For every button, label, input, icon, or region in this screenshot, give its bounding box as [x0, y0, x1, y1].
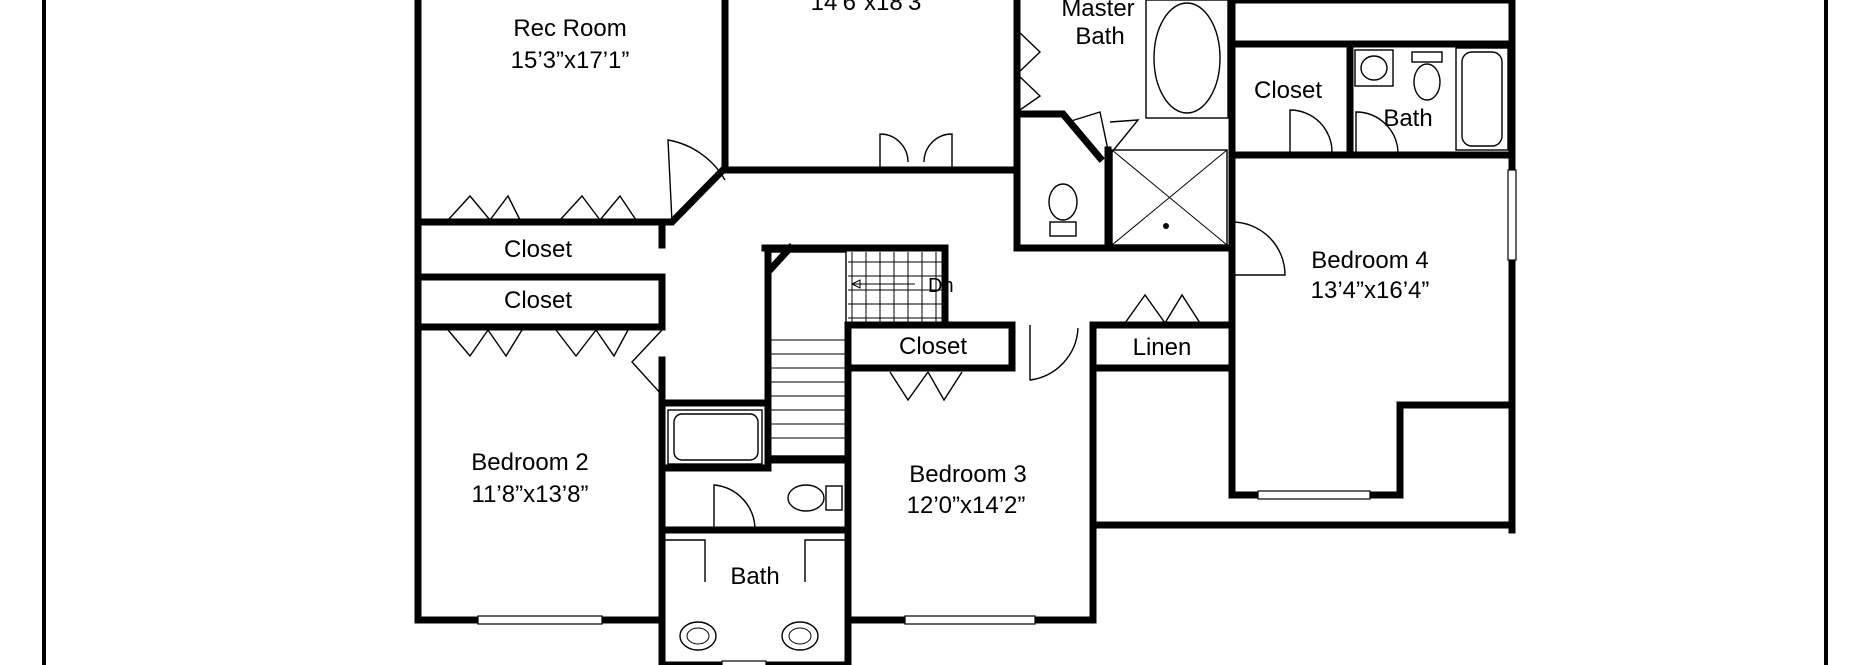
closet-upper-right-label: Closet [1254, 77, 1322, 104]
rec-room-name: Rec Room [513, 15, 626, 42]
bath-lower-label: Bath [730, 563, 779, 590]
stairs-label: Dn [928, 275, 954, 297]
closet-2-label: Closet [504, 287, 572, 314]
windows [477, 169, 1517, 665]
linen-label: Linen [1133, 334, 1192, 361]
bedroom-2-name: Bedroom 2 [471, 449, 588, 476]
bath-upper-right-label: Bath [1383, 105, 1432, 132]
rec-room-dims: 15’3”x17’1” [511, 47, 630, 74]
master-bath-line2: Bath [1075, 23, 1124, 50]
bedroom-2-dims: 11’8”x13’8” [472, 481, 589, 508]
master-bath-line1: Master [1061, 0, 1134, 22]
bedroom-3-name: Bedroom 3 [909, 461, 1026, 488]
bedroom-4-name: Bedroom 4 [1311, 247, 1428, 274]
room-labels: Rec Room 15’3”x17’1” 14’6”x18’3” Master … [471, 0, 1432, 590]
doors [447, 0, 1509, 651]
stairs [769, 251, 945, 457]
bedroom-3-dims: 12’0”x14’2” [907, 492, 1026, 519]
bedroom-4-dims: 13’4”x16’4” [1311, 277, 1430, 304]
page-frame [42, 0, 1828, 665]
closet-1-label: Closet [504, 236, 572, 263]
top-room-dims: 14’6”x18’3” [811, 0, 930, 16]
closet-3-label: Closet [899, 333, 967, 360]
